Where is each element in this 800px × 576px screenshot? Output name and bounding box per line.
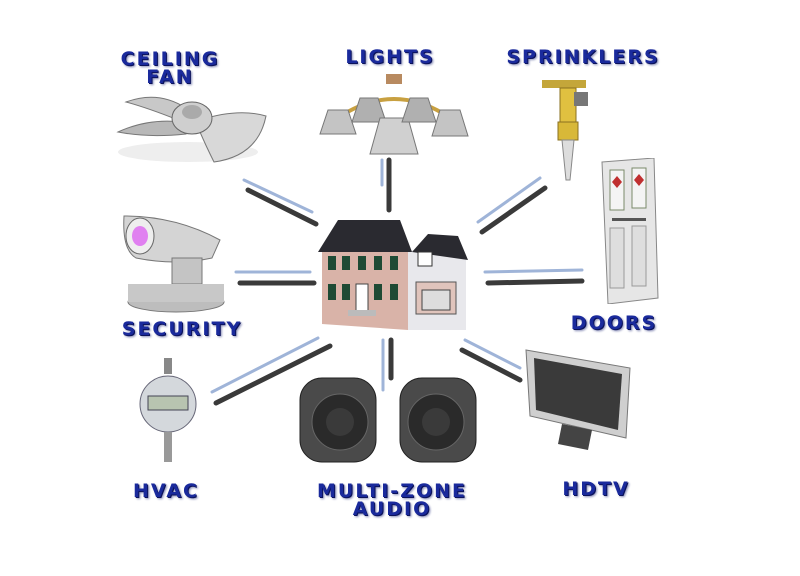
thermostat-gauge-icon (139, 358, 197, 462)
label-hdtv: HDTV (562, 478, 630, 500)
connector-hvac (210, 336, 320, 394)
door-icon (601, 158, 659, 304)
connector-sprinklers (476, 176, 542, 224)
label-ceiling-fan: CeilingFan (120, 48, 220, 88)
chandelier-icon (319, 74, 469, 155)
house-icon (318, 220, 468, 330)
security-camera-icon (123, 215, 225, 313)
speakers-icon (299, 377, 477, 463)
label-doors: Doors (570, 312, 658, 334)
label-audio: Multi-ZoneAudio (316, 480, 468, 520)
tv-icon (525, 349, 631, 450)
label-lights: Lights (345, 46, 435, 68)
label-security: Security (121, 318, 243, 340)
label-sprinklers: Sprinklers (506, 46, 660, 68)
connector-hdtv (463, 338, 522, 370)
label-hvac: HVAC (133, 480, 199, 502)
connector-ceiling-fan (242, 178, 314, 214)
sprinkler-icon (542, 80, 588, 181)
ceiling-fan-icon (116, 96, 267, 163)
connector-doors (483, 268, 584, 274)
